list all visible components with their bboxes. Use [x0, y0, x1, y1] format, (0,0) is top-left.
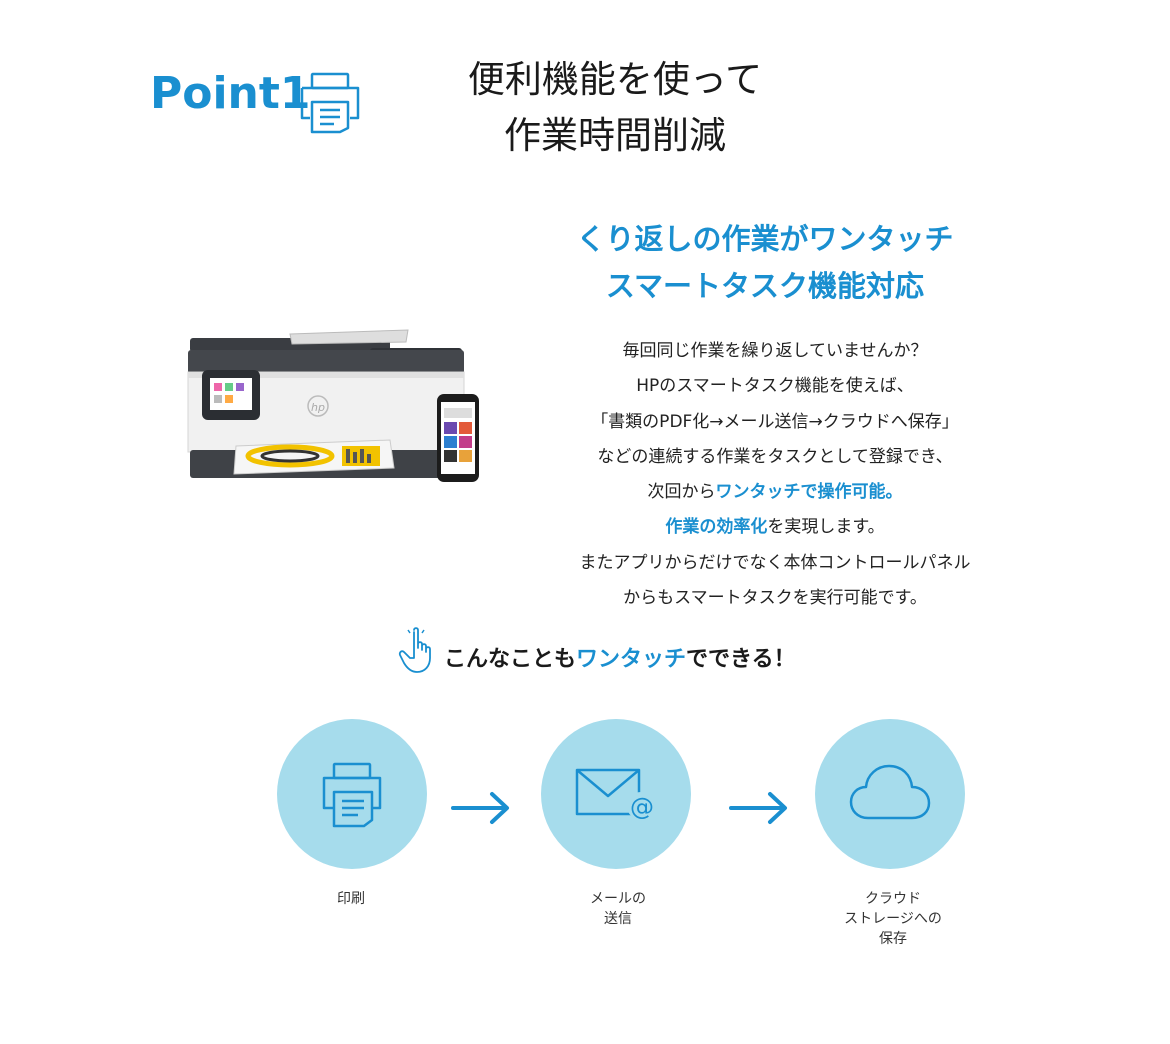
description-text: を実現します。: [767, 517, 885, 538]
onetouch-highlight: ワンタッチ: [576, 647, 687, 672]
onetouch-text: でできる！: [686, 647, 796, 672]
description-line: などの連続する作業をタスクとして登録でき、: [597, 446, 953, 467]
description-line: 毎回同じ作業を繰り返していませんか？: [622, 341, 928, 361]
step-cloud: [815, 719, 965, 869]
caption-line: 送信: [604, 911, 632, 927]
mail-icon: @: [575, 768, 655, 821]
step-caption: クラウド ストレージへの 保存: [823, 889, 963, 949]
point-label: Point1: [150, 68, 311, 119]
printer-icon: [322, 762, 382, 828]
caption-line: クラウド: [865, 891, 921, 907]
step-caption: メールの 送信: [548, 889, 688, 929]
feature-description: 毎回同じ作業を繰り返していませんか？ HPのスマートタスク機能を使えば、 「書類…: [520, 334, 1030, 616]
step-print: [277, 719, 427, 869]
svg-text:@: @: [630, 793, 654, 821]
description-highlight: 作業の効率化: [665, 517, 768, 538]
description-line: HPのスマートタスク機能を使えば、: [636, 376, 914, 397]
description-line: 「書類のPDF化→メール送信→クラウドへ保存」: [591, 411, 959, 432]
pointing-hand-icon: [398, 627, 431, 673]
caption-line: 印刷: [337, 891, 365, 907]
svg-text:hp: hp: [311, 401, 325, 414]
caption-line: ストレージへの: [844, 911, 942, 927]
description-line: 次回からワンタッチで操作可能。: [520, 475, 1030, 510]
caption-line: メールの: [590, 891, 646, 907]
arrow-right-icon: [729, 792, 787, 824]
title-line: 作業時間削減: [504, 114, 726, 157]
description-line: 作業の効率化を実現します。: [520, 510, 1030, 545]
feature-heading-line: スマートタスク機能対応: [605, 269, 925, 303]
printer-icon: [300, 72, 360, 134]
title-line: 便利機能を使って: [467, 58, 763, 101]
step-caption: 印刷: [281, 889, 421, 909]
onetouch-text: こんなことも: [444, 647, 577, 672]
caption-line: 保存: [879, 931, 907, 947]
feature-heading: くり返しの作業がワンタッチ スマートタスク機能対応: [540, 216, 990, 310]
description-line: からもスマートタスクを実行可能です。: [623, 588, 927, 609]
cloud-icon: [849, 764, 931, 820]
description-line: またアプリからだけでなく本体コントロールパネル: [579, 552, 971, 573]
step-mail: @: [541, 719, 691, 869]
description-highlight: ワンタッチで操作可能。: [715, 482, 903, 503]
page-title: 便利機能を使って 作業時間削減: [380, 52, 850, 164]
printer-product-image: hp: [187, 329, 479, 482]
onetouch-heading: こんなこともワンタッチでできる！: [444, 642, 796, 678]
description-text: 次回から: [647, 482, 716, 503]
arrow-right-icon: [451, 792, 509, 824]
feature-heading-line: くり返しの作業がワンタッチ: [576, 222, 954, 256]
